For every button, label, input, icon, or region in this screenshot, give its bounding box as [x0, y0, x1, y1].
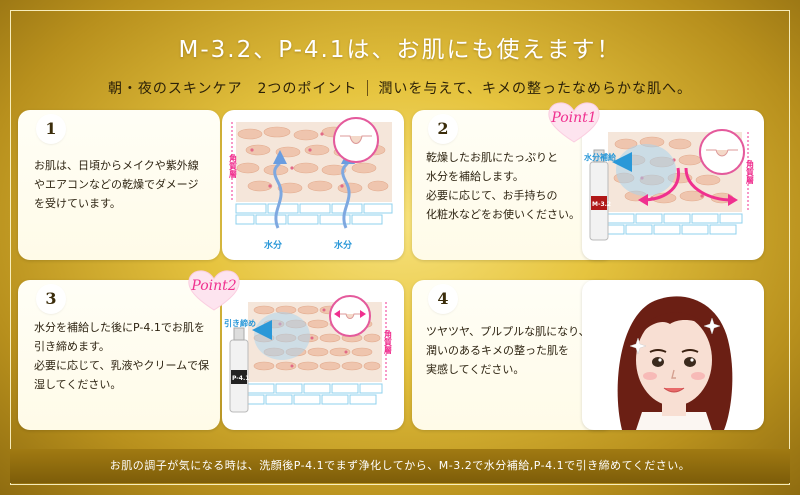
- footer-note-bar: お肌の調子が気になる時は、洗顔後P-4.1でまず浄化してから、M-3.2で水分補…: [10, 449, 790, 483]
- step-1-line: を受けています。: [34, 197, 121, 210]
- woman-face-illustration: [617, 296, 733, 430]
- step-4-illustration-card: [582, 280, 764, 430]
- step-1-line: やエアコンなどの乾燥でダメージ: [34, 178, 199, 191]
- subtitle-left: 朝・夜のスキンケア 2つのポイント: [107, 81, 358, 97]
- subtitle-right: 潤いを与えて、キメの整ったなめらかな肌へ。: [378, 81, 693, 97]
- step-2-line: 化粧水などをお使いください。: [426, 208, 580, 221]
- step-3-line: 引き締めます。: [34, 340, 110, 353]
- stratum-label: 角質層: [384, 329, 393, 355]
- step-1-illustration-card: 角質層 水分 水分: [222, 110, 404, 260]
- step-3-number: 3: [38, 286, 64, 312]
- heart-icon: [188, 270, 240, 311]
- step-3-line: 湿してください。: [34, 378, 122, 391]
- step-1-line: お肌は、日頃からメイクや紫外線: [34, 159, 199, 172]
- step-1-description: お肌は、日頃からメイクや紫外線 やエアコンなどの乾燥でダメージ を受けています。: [34, 156, 234, 213]
- step-2-line: 水分を補給します。: [426, 170, 524, 183]
- skin-dry-illustration: 角質層 水分 水分: [229, 117, 393, 251]
- step-3-line: 必要に応じて、乳液やクリームで保: [34, 359, 210, 372]
- sparkle-icon: [629, 317, 721, 355]
- skin-moisture-illustration: M-3.2 水分補給 角質層: [583, 129, 755, 241]
- page-subtitle: 朝・夜のスキンケア 2つのポイント 潤いを与えて、キメの整ったなめらかな肌へ。: [0, 78, 800, 98]
- step-2-line: 乾燥したお肌にたっぷりと: [426, 151, 558, 164]
- stratum-label: 角質層: [229, 153, 238, 179]
- bottle-m-label: M-3.2: [592, 201, 611, 208]
- water-label: 水分: [334, 239, 352, 251]
- stratum-label: 角質層: [746, 159, 755, 185]
- point2-label: Point2: [191, 278, 237, 294]
- step-4-description: ツヤツヤ、プルプルな肌になり、 潤いのあるキメの整った肌を 実感してください。: [426, 322, 616, 379]
- step-4-line: 実感してください。: [426, 363, 525, 376]
- inner-border: [10, 10, 790, 485]
- moisture-label: 水分補給: [583, 152, 617, 162]
- skin-tighten-illustration: P-4.1 引き締め 角質層: [224, 295, 393, 413]
- point2-badge: Point2: [184, 266, 244, 314]
- step-2-number: 2: [430, 116, 456, 142]
- step-2-illustration-card: M-3.2 水分補給 角質層: [582, 110, 764, 260]
- bottle-p-label: P-4.1: [232, 375, 249, 382]
- step-2-line: 必要に応じて、お手持ちの: [426, 189, 558, 202]
- footer-note: お肌の調子が気になる時は、洗顔後P-4.1でまず浄化してから、M-3.2で水分補…: [109, 459, 691, 472]
- point1-badge: Point1: [544, 98, 604, 146]
- point1-label: Point1: [551, 110, 597, 126]
- step-4-number: 4: [430, 286, 456, 312]
- water-label: 水分: [264, 239, 282, 251]
- step-4-line: 潤いのあるキメの整った肌を: [426, 344, 569, 357]
- step-1-number: 1: [38, 116, 64, 142]
- step-3-line: 水分を補給した後にP-4.1でお肌を: [34, 321, 205, 334]
- step-4-line: ツヤツヤ、プルプルな肌になり、: [426, 325, 590, 338]
- page-title: M-3.2、P-4.1は、お肌にも使えます！: [178, 37, 622, 63]
- step-3-illustration-card: P-4.1 引き締め 角質層: [222, 280, 404, 430]
- step-3-description: 水分を補給した後にP-4.1でお肌を 引き締めます。 必要に応じて、乳液やクリー…: [34, 318, 234, 394]
- heart-icon: [548, 102, 600, 143]
- step-2-description: 乾燥したお肌にたっぷりと 水分を補給します。 必要に応じて、お手持ちの 化粧水な…: [426, 148, 616, 224]
- subtitle-divider: [367, 80, 369, 96]
- tighten-label: 引き締め: [224, 318, 256, 328]
